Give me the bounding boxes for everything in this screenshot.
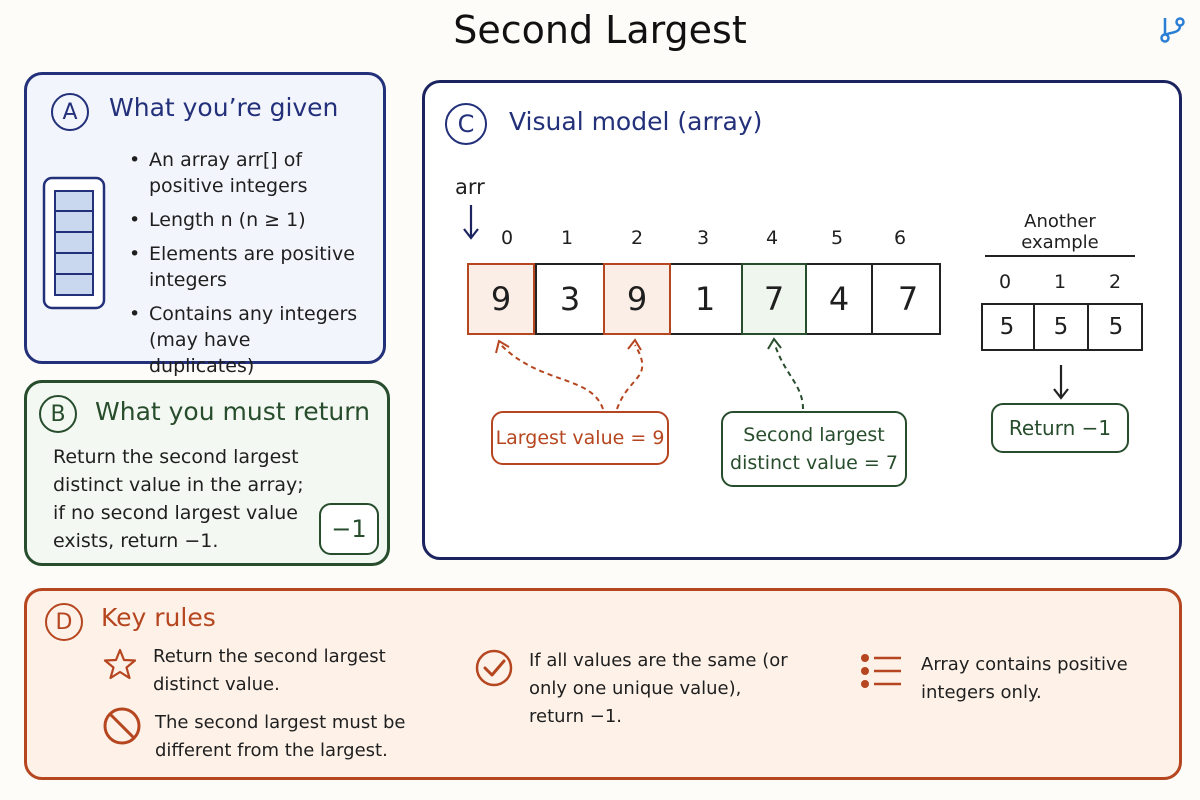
- array-cell: 1: [694, 280, 716, 318]
- callout-arrows: [495, 337, 804, 410]
- return-panel: B What you must return Return the second…: [24, 380, 390, 566]
- array-index: 1: [560, 227, 574, 249]
- array-index: 0: [500, 227, 514, 249]
- example-cell: 5: [1035, 303, 1089, 351]
- check-circle-icon: [475, 649, 513, 687]
- section-badge-a: A: [51, 93, 89, 131]
- second-largest-callout: Second largest distinct value = 7: [721, 411, 907, 487]
- array-index: 4: [765, 227, 779, 249]
- list-item: Length n (n ≥ 1): [127, 207, 359, 233]
- prohibited-icon: [103, 707, 141, 745]
- array-cell: 7: [897, 280, 919, 318]
- array-cell-largest: 9: [467, 263, 535, 335]
- rule-text: Return the second largest distinct value…: [153, 646, 386, 695]
- array-cell-second: 7: [741, 263, 807, 335]
- largest-value-callout: Largest value = 9: [491, 411, 669, 465]
- page-title: Second Largest: [453, 8, 747, 52]
- example-result-callout: Return −1: [991, 403, 1129, 453]
- section-badge-c: C: [445, 103, 487, 145]
- given-panel: A What you’re given An array arr[] of po…: [24, 72, 386, 377]
- section-badge-b: B: [39, 395, 77, 433]
- array-index: 5: [830, 227, 844, 249]
- visual-model-panel: C Visual model (array) arr 0 1 2 3 4 5 6…: [422, 80, 1182, 560]
- git-branch-icon: [1160, 17, 1185, 43]
- return-value-box: −1: [319, 503, 379, 555]
- example-index: 2: [1108, 271, 1122, 293]
- array-index: 6: [893, 227, 907, 249]
- rule-text: The second largest must be different fro…: [155, 712, 406, 761]
- list-item: Elements are positive integers: [127, 241, 359, 293]
- array-icon: [42, 176, 106, 310]
- example-array-frame: [981, 303, 1143, 351]
- key-rules-heading: Key rules: [101, 603, 216, 632]
- down-arrow-icon: [463, 205, 479, 240]
- list-item: Contains any integers (may have duplicat…: [127, 301, 359, 379]
- array-index: 2: [630, 227, 644, 249]
- return-description: Return the second largest distinct value…: [53, 446, 304, 552]
- example-cell: 5: [1108, 314, 1124, 340]
- return-heading: What you must return: [95, 397, 370, 426]
- arr-pointer-label: arr: [455, 175, 485, 199]
- star-icon: [103, 648, 137, 680]
- rule-text: Array contains positive integers only.: [921, 654, 1128, 703]
- visual-model-heading: Visual model (array): [509, 107, 763, 136]
- array-cell-largest: 9: [603, 263, 671, 335]
- rule-text: If all values are the same (or only one …: [529, 650, 788, 727]
- list-item: An array arr[] of positive integers: [127, 147, 359, 199]
- given-list: An array arr[] of positive integers Leng…: [127, 147, 359, 387]
- array-cell: 4: [807, 263, 873, 335]
- key-rules-panel: D Key rules Return the second largest di…: [24, 588, 1182, 780]
- another-example-label: Another example: [985, 211, 1135, 257]
- section-badge-d: D: [45, 603, 83, 641]
- list-icon: [861, 654, 901, 688]
- example-cell: 5: [981, 303, 1035, 351]
- given-heading: What you’re given: [109, 93, 339, 122]
- array-index: 3: [696, 227, 710, 249]
- example-index: 1: [1053, 271, 1067, 293]
- example-index: 0: [998, 271, 1012, 293]
- down-arrow-icon: [1053, 365, 1069, 400]
- array-cell: 3: [535, 263, 603, 335]
